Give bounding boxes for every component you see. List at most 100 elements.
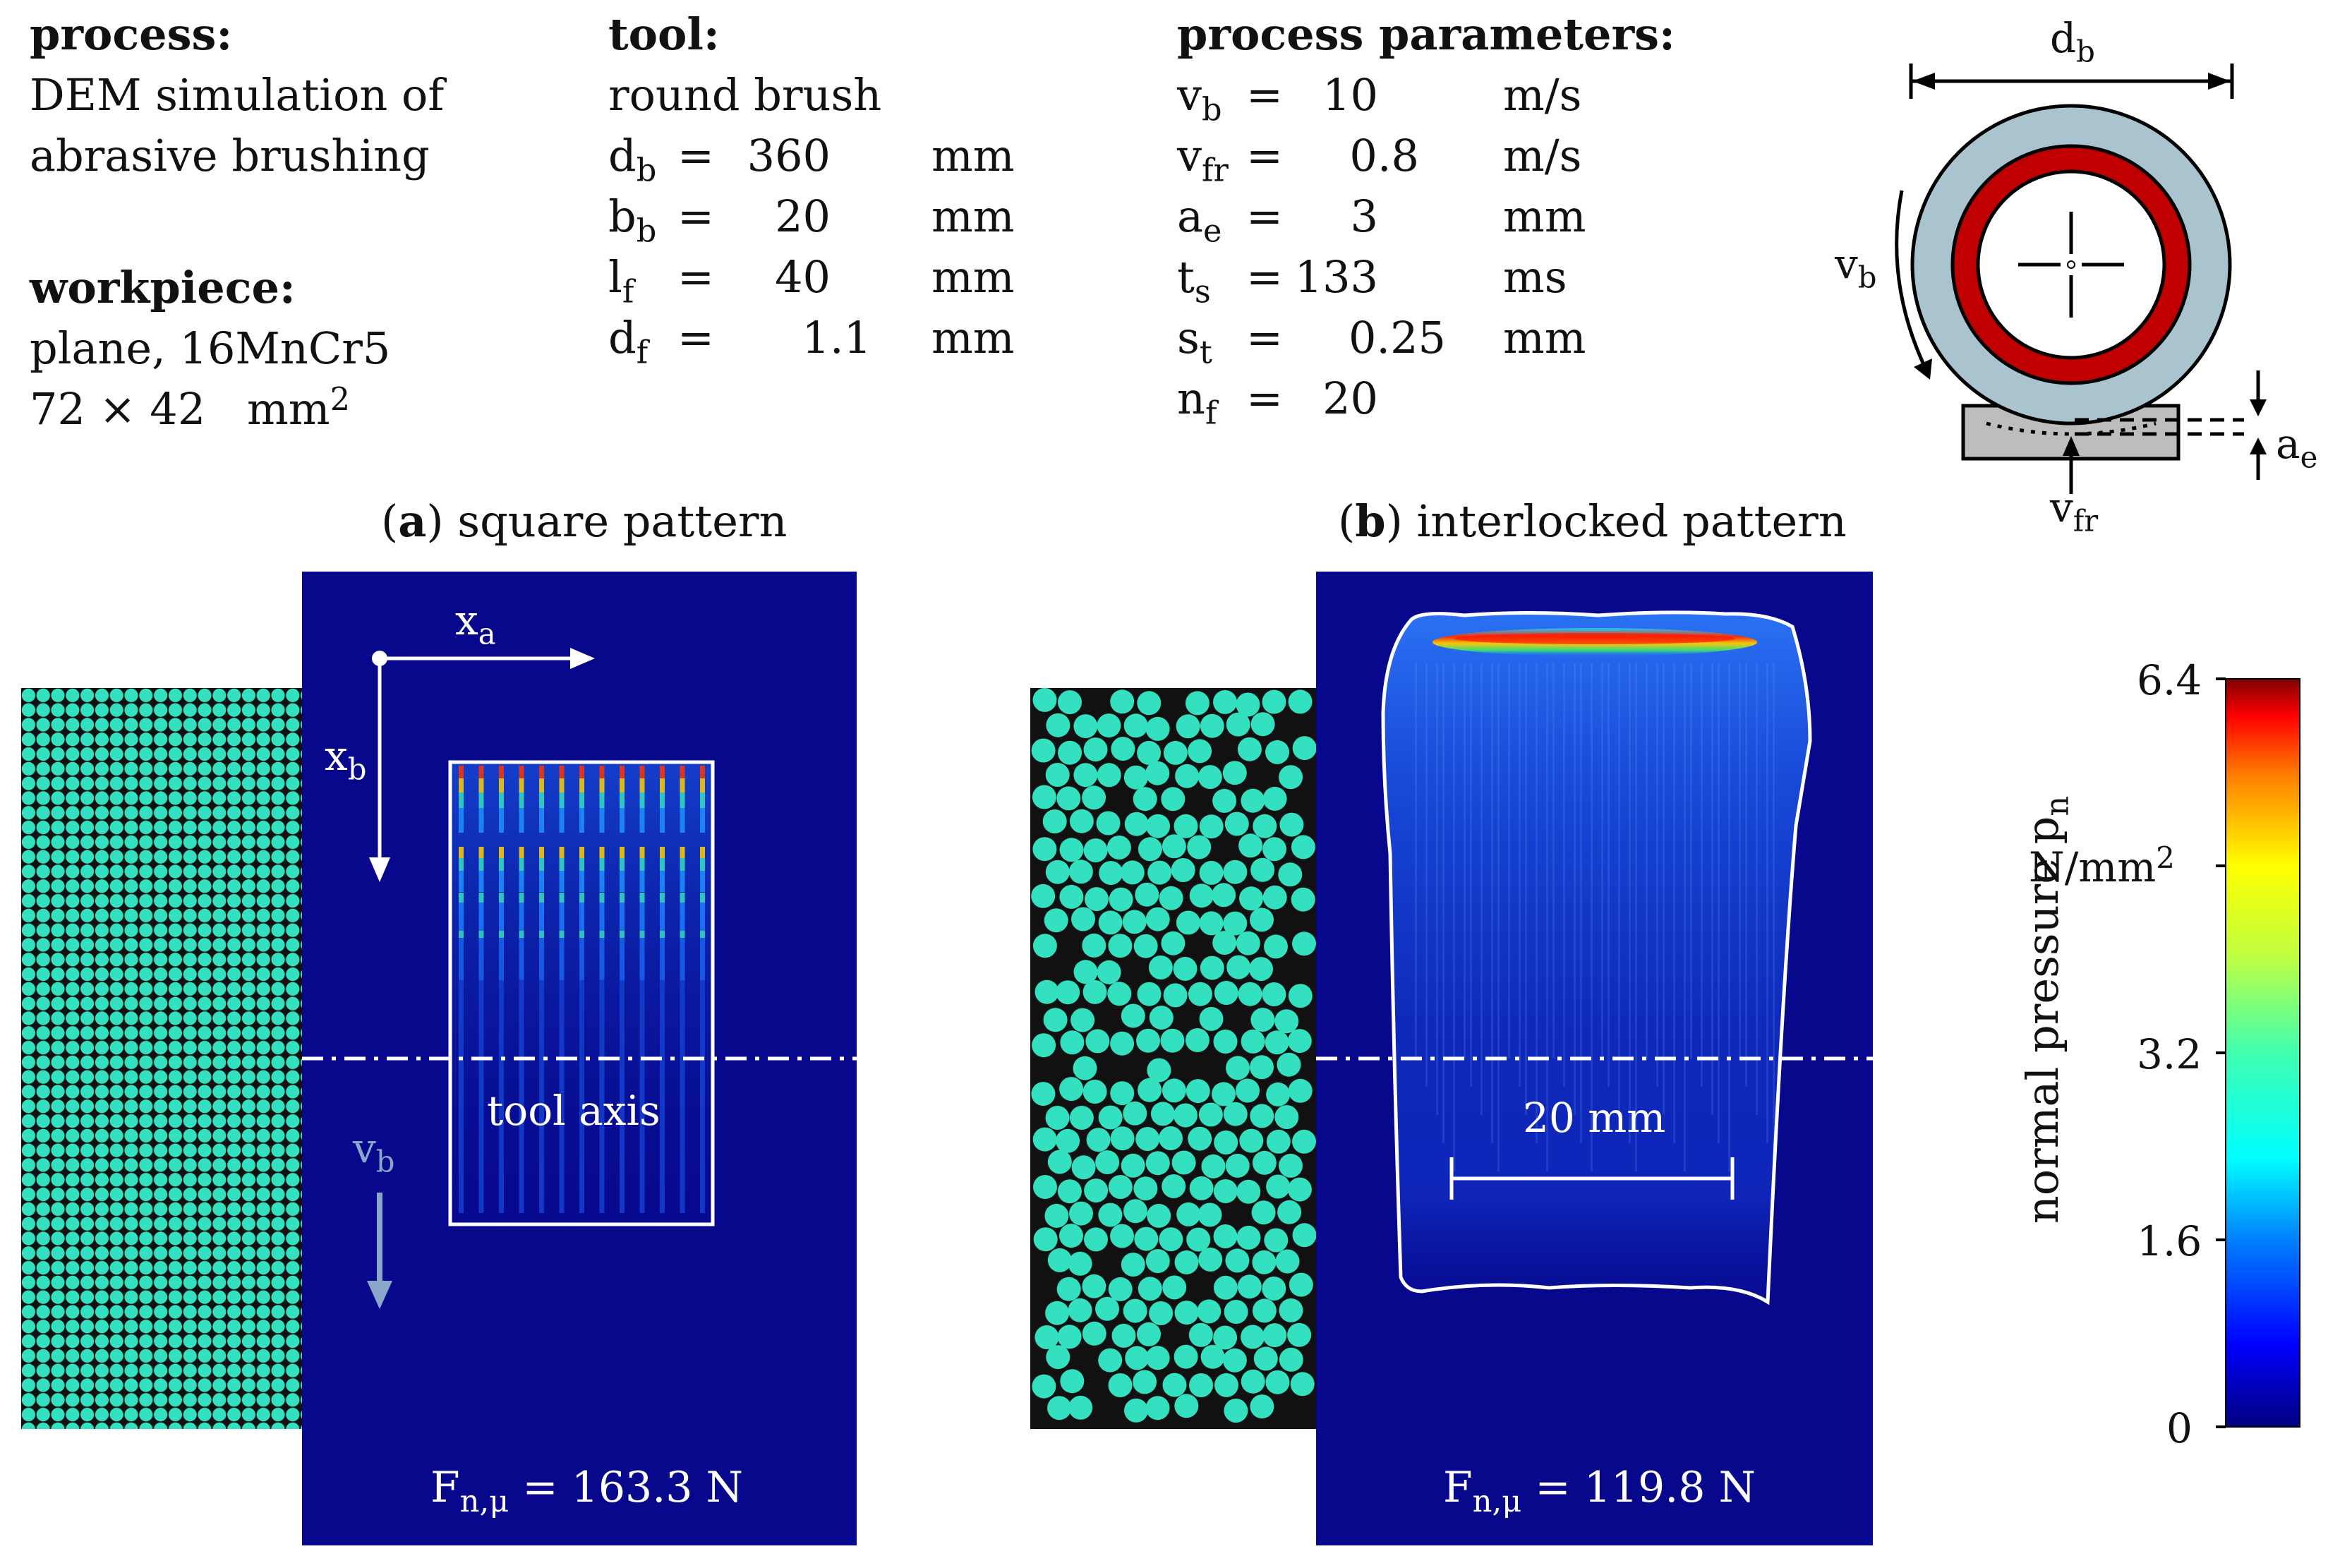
fiber bbox=[1133, 1370, 1157, 1394]
fiber bbox=[1133, 934, 1158, 958]
panel-b-overlay bbox=[1316, 610, 1873, 1305]
fiber bbox=[1288, 1078, 1313, 1103]
fiber bbox=[1110, 1031, 1135, 1056]
panel-a-xa-label: xa bbox=[455, 596, 496, 651]
param-unit: ms bbox=[1503, 251, 1567, 303]
fiber bbox=[1241, 788, 1265, 813]
fiber bbox=[1262, 786, 1287, 811]
fiber bbox=[1292, 1223, 1316, 1248]
fiber bbox=[1138, 1277, 1162, 1301]
fiber bbox=[1173, 956, 1198, 981]
fiber bbox=[1145, 1396, 1170, 1421]
fiber bbox=[1174, 814, 1198, 838]
fiber bbox=[1098, 910, 1123, 935]
pressure-streak bbox=[1574, 663, 1576, 1115]
fiber bbox=[1108, 1373, 1133, 1397]
fiber bbox=[1236, 931, 1260, 955]
pressure-streak bbox=[1629, 663, 1631, 1143]
fiber bbox=[1083, 737, 1108, 762]
pressure-streak bbox=[499, 980, 504, 1213]
fiber bbox=[1059, 884, 1084, 909]
fiber bbox=[1189, 883, 1214, 908]
pressure-streak bbox=[559, 792, 565, 808]
param-unit: mm bbox=[931, 191, 1015, 242]
fiber bbox=[1214, 1373, 1238, 1397]
param-symbol: df bbox=[608, 312, 649, 371]
fiber bbox=[1145, 1346, 1170, 1370]
fiber bbox=[1138, 1078, 1162, 1102]
fiber bbox=[1279, 1298, 1303, 1322]
fiber bbox=[1046, 1345, 1070, 1370]
pressure-streak bbox=[1508, 663, 1510, 1059]
pressure-streak bbox=[559, 778, 565, 792]
fiber bbox=[1121, 1153, 1145, 1178]
schematic-db-label: db bbox=[2050, 14, 2095, 69]
param-equals: = bbox=[1246, 312, 1283, 363]
pressure-streak bbox=[579, 778, 584, 792]
fiber bbox=[1277, 1052, 1301, 1077]
fiber bbox=[1149, 1006, 1174, 1030]
fiber bbox=[1068, 860, 1093, 884]
pressure-streak bbox=[1415, 663, 1417, 1059]
fiber bbox=[1096, 811, 1121, 836]
pressure-streak bbox=[660, 903, 665, 931]
fiber bbox=[1264, 1228, 1289, 1253]
fiber bbox=[1200, 955, 1224, 980]
fiber bbox=[1068, 1395, 1093, 1420]
fiber bbox=[1236, 1179, 1261, 1204]
process-parameters-heading: process parameters: bbox=[1177, 8, 1675, 60]
fiber bbox=[1199, 860, 1224, 885]
pressure-streak bbox=[639, 903, 645, 931]
fiber bbox=[1198, 1102, 1223, 1127]
pressure-streak bbox=[579, 938, 584, 980]
pressure-streak bbox=[1656, 663, 1658, 1087]
fiber bbox=[1274, 1105, 1299, 1129]
fiber bbox=[1162, 834, 1186, 859]
fiber bbox=[1123, 1298, 1147, 1323]
fiber bbox=[1201, 1154, 1226, 1178]
fiber bbox=[1110, 689, 1135, 714]
fiber bbox=[1085, 1029, 1110, 1054]
fiber bbox=[1099, 861, 1123, 885]
fiber bbox=[1291, 887, 1315, 912]
pressure-streak bbox=[620, 893, 625, 903]
fiber bbox=[1111, 737, 1135, 761]
fiber bbox=[1174, 1301, 1199, 1325]
pressure-streak bbox=[1635, 663, 1637, 1171]
pressure-streak bbox=[700, 903, 705, 931]
fiber bbox=[1236, 1078, 1260, 1103]
fiber bbox=[1082, 1080, 1107, 1104]
param-equals: = bbox=[1246, 251, 1283, 303]
colorbar bbox=[2216, 677, 2300, 1428]
fiber bbox=[1044, 908, 1068, 933]
pressure-streak bbox=[639, 858, 645, 871]
fiber bbox=[1138, 837, 1162, 862]
pressure-streak bbox=[478, 931, 484, 938]
panel-b-title: (b) interlocked pattern bbox=[1338, 495, 1847, 547]
fiber bbox=[1288, 689, 1313, 714]
fiber bbox=[1199, 814, 1224, 839]
fiber bbox=[1145, 1151, 1170, 1176]
fiber bbox=[1262, 885, 1287, 910]
pressure-streak bbox=[539, 931, 544, 938]
param-symbol: bb bbox=[608, 191, 657, 250]
fiber bbox=[1161, 787, 1186, 812]
fiber bbox=[1262, 982, 1286, 1006]
pressure-streak bbox=[680, 808, 685, 833]
pressure-streak bbox=[519, 847, 524, 858]
pressure-streak bbox=[1766, 663, 1768, 1143]
pressure-streak bbox=[680, 778, 685, 792]
fiber bbox=[1161, 931, 1186, 955]
pressure-streak bbox=[680, 938, 685, 980]
fiber bbox=[1212, 883, 1236, 907]
fiber bbox=[1187, 835, 1212, 860]
fiber bbox=[1200, 1344, 1225, 1369]
pressure-streak bbox=[620, 766, 625, 778]
pressure-streak bbox=[1718, 663, 1720, 1143]
pressure-streak bbox=[1673, 663, 1675, 1143]
fiber bbox=[1058, 740, 1082, 765]
pressure-streak bbox=[660, 871, 665, 892]
fiber bbox=[1264, 934, 1288, 959]
fiber bbox=[1236, 692, 1260, 717]
pressure-streak bbox=[459, 808, 464, 833]
